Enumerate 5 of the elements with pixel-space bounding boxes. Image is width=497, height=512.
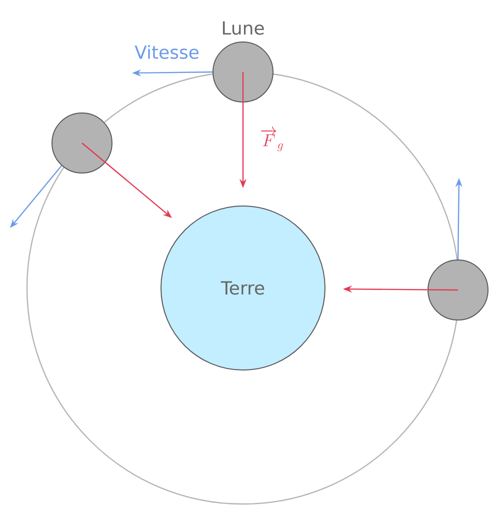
edge-label: Vitesse (134, 45, 198, 59)
edge-label: $\overrightarrow{F}_g$ (261, 126, 283, 152)
moon-circle (428, 260, 488, 320)
moon-circle (52, 112, 112, 174)
moon-label: Lune (222, 21, 264, 35)
